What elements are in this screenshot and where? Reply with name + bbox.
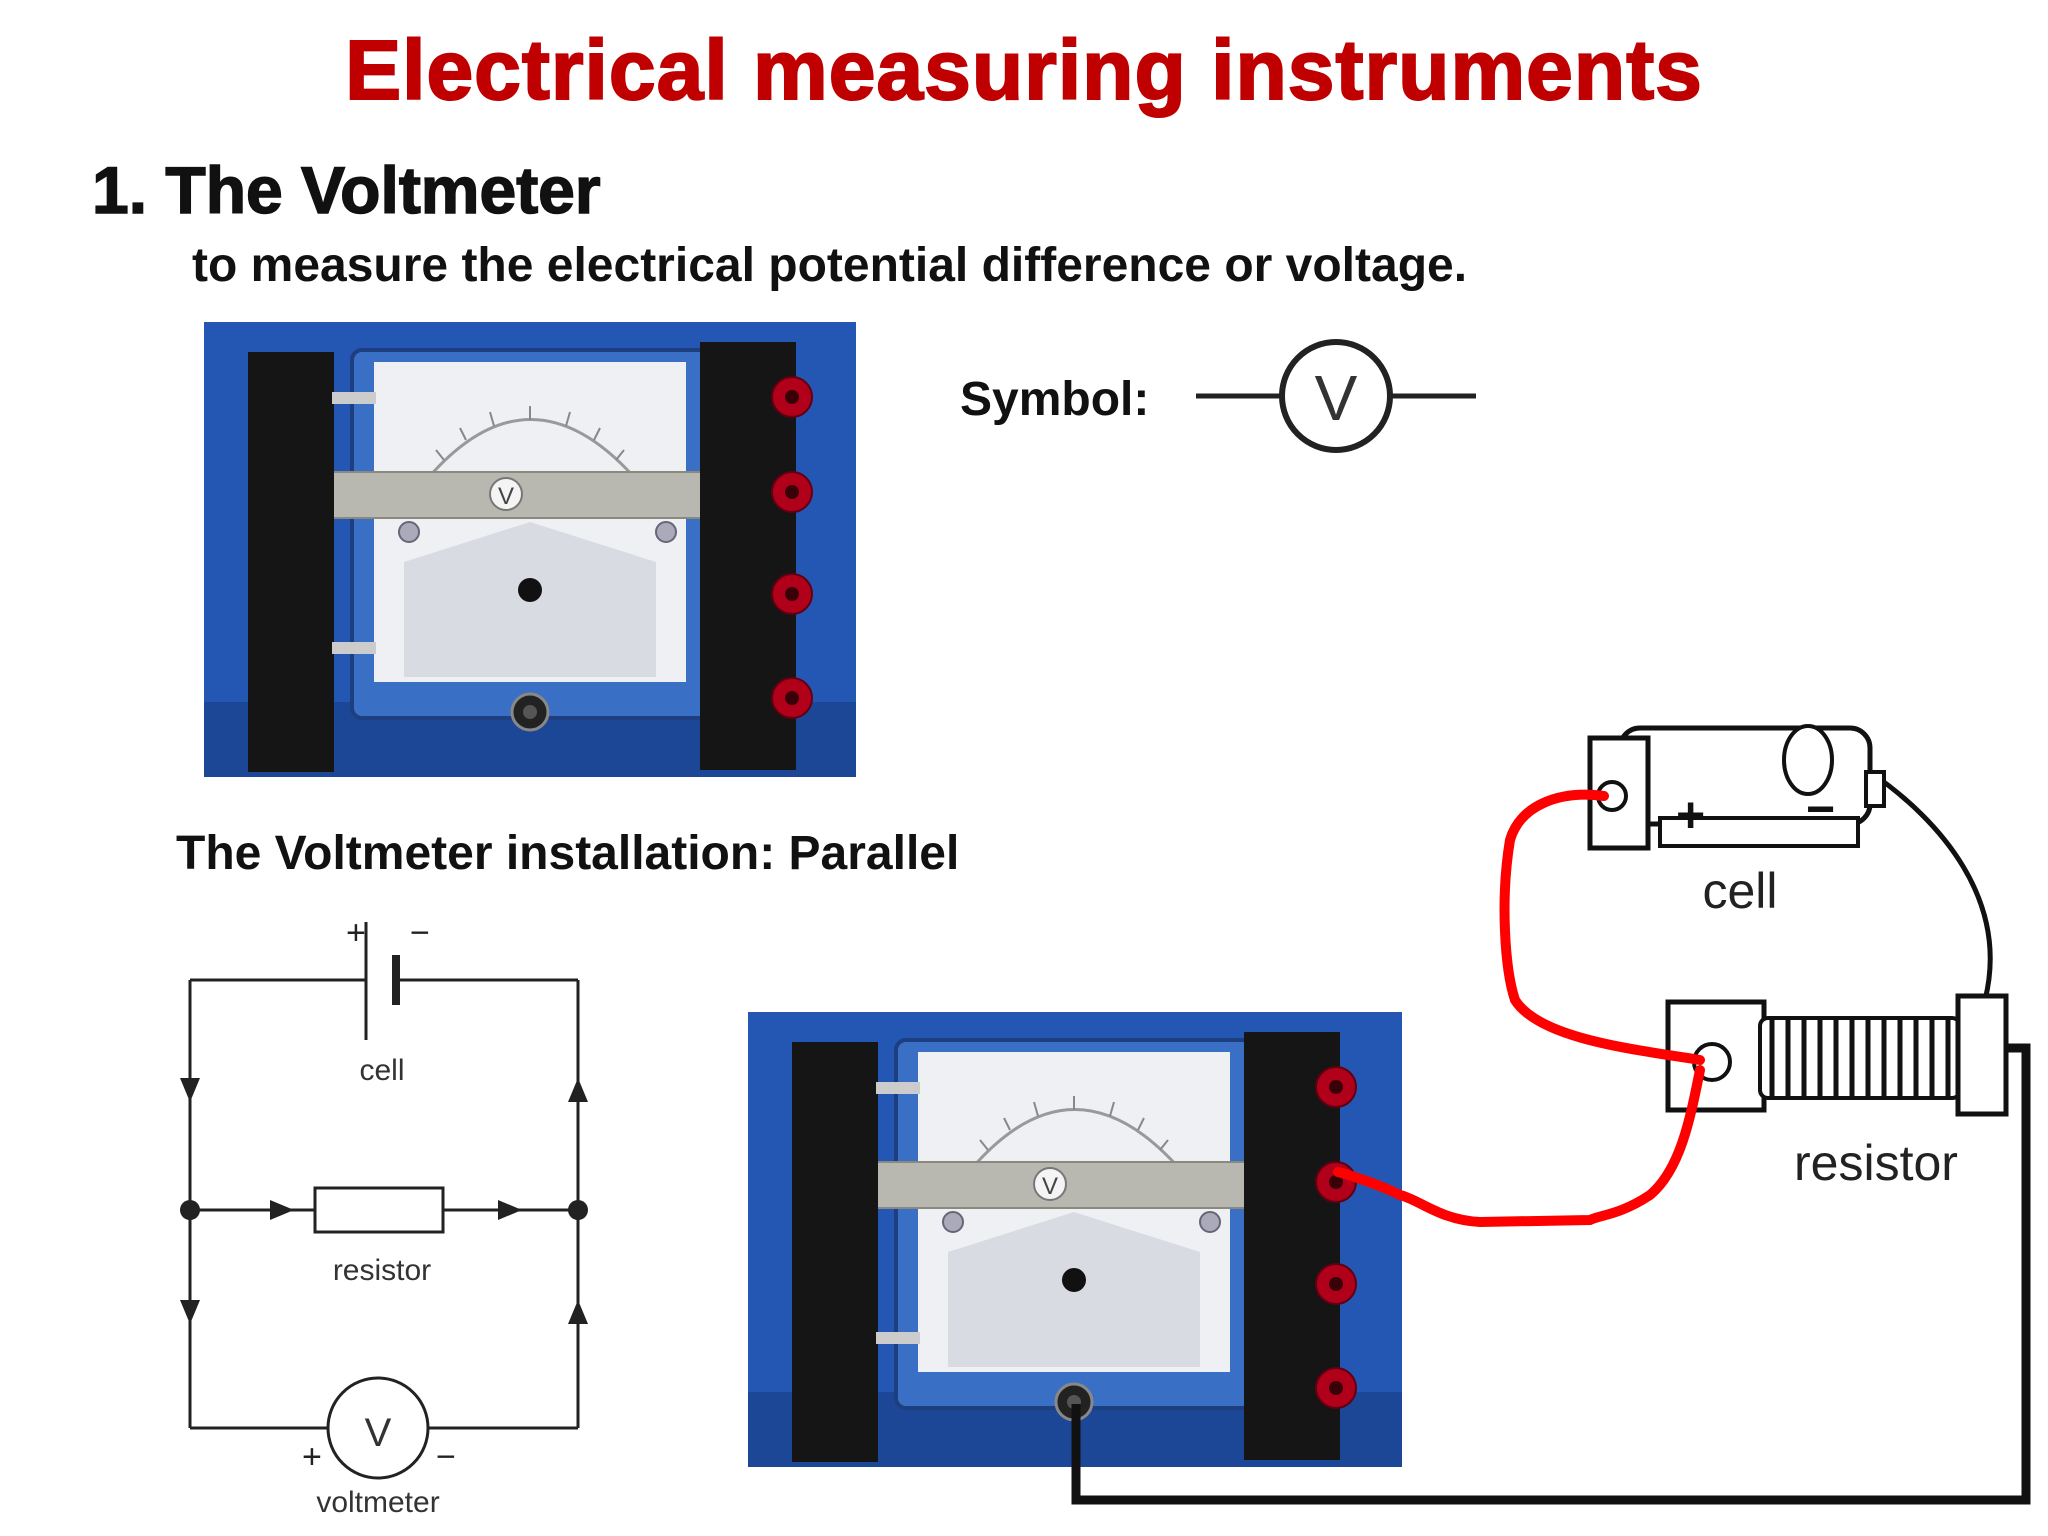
section-heading: 1. The Voltmeter: [91, 152, 601, 228]
cell-plus-sign: +: [1676, 787, 1705, 843]
section-description: to measure the electrical potential diff…: [192, 239, 1468, 292]
cell-label: cell: [1702, 863, 1777, 919]
resistor-drawing: resistor: [1665, 993, 2009, 1191]
schematic-resistor-label: resistor: [333, 1254, 431, 1287]
slide-title: Electrical measuring instruments: [344, 22, 1703, 118]
symbol-label: Symbol:: [960, 373, 1150, 426]
resistor-label: resistor: [1794, 1135, 1958, 1191]
schematic-cell-label: cell: [359, 1054, 404, 1087]
meter-face-letter: V: [498, 483, 514, 510]
schematic-voltmeter-label: voltmeter: [316, 1486, 439, 1519]
cell-minus-sign: −: [1806, 781, 1835, 837]
installation-label: The Voltmeter installation: Parallel: [176, 827, 960, 880]
parallel-circuit-schematic: + − cell resistor V + − voltmeter: [180, 914, 588, 1519]
voltmeter-symbol-letter: V: [1315, 362, 1358, 434]
schematic-cell-plus: +: [346, 914, 366, 952]
meter-face-letter-connected: V: [1042, 1173, 1058, 1200]
schematic-cell-minus: −: [410, 914, 430, 952]
schematic-voltmeter-minus: −: [436, 1438, 456, 1476]
voltmeter-symbol: V: [1196, 339, 1476, 453]
voltmeter-photo-connected: V: [748, 1012, 1402, 1467]
schematic-voltmeter-plus: +: [302, 1438, 322, 1476]
voltmeter-photo-top: V: [204, 322, 856, 777]
schematic-voltmeter-letter: V: [365, 1411, 392, 1455]
cell-drawing: + − cell: [1587, 724, 1886, 919]
